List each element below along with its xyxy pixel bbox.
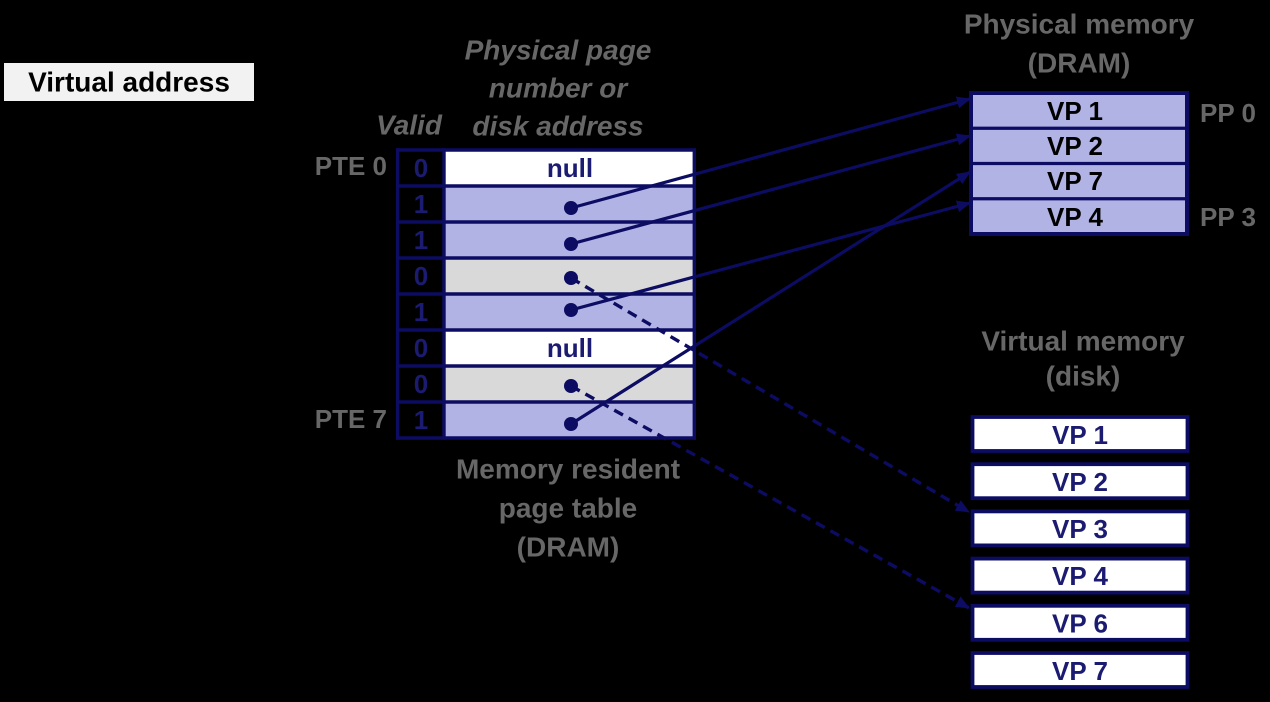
svg-text:VP 2: VP 2 [1047, 131, 1103, 161]
svg-text:(DRAM): (DRAM) [1028, 48, 1131, 79]
svg-text:disk address: disk address [472, 111, 643, 142]
svg-text:Virtual address: Virtual address [28, 67, 230, 98]
svg-text:null: null [547, 333, 593, 363]
svg-text:PP 3: PP 3 [1200, 202, 1256, 232]
svg-text:0: 0 [414, 153, 428, 183]
svg-text:page table: page table [499, 493, 637, 524]
svg-text:0: 0 [414, 333, 428, 363]
svg-text:VP 1: VP 1 [1047, 96, 1103, 126]
svg-text:Memory resident: Memory resident [456, 454, 680, 485]
svg-text:1: 1 [414, 225, 428, 255]
svg-text:PP 0: PP 0 [1200, 98, 1256, 128]
svg-text:null: null [547, 153, 593, 183]
svg-text:Virtual memory: Virtual memory [981, 326, 1185, 357]
svg-text:number or: number or [489, 73, 630, 104]
svg-text:1: 1 [414, 297, 428, 327]
svg-text:VP 7: VP 7 [1047, 166, 1103, 196]
svg-text:VP 3: VP 3 [1052, 514, 1108, 544]
svg-text:VP 4: VP 4 [1047, 202, 1103, 232]
svg-text:1: 1 [414, 405, 428, 435]
svg-text:VP 1: VP 1 [1052, 420, 1108, 450]
svg-text:VP 6: VP 6 [1052, 609, 1108, 639]
svg-text:(DRAM): (DRAM) [517, 532, 620, 563]
svg-text:0: 0 [414, 369, 428, 399]
svg-text:Valid: Valid [376, 110, 443, 141]
svg-text:1: 1 [414, 189, 428, 219]
svg-text:Physical page: Physical page [465, 35, 652, 66]
svg-text:PTE 7: PTE 7 [315, 404, 387, 434]
svg-text:Physical memory: Physical memory [964, 9, 1195, 40]
svg-text:VP 2: VP 2 [1052, 467, 1108, 497]
svg-text:(disk): (disk) [1046, 361, 1121, 392]
svg-text:PTE 0: PTE 0 [315, 151, 387, 181]
svg-text:VP 7: VP 7 [1052, 656, 1108, 686]
svg-text:VP 4: VP 4 [1052, 561, 1108, 591]
svg-text:0: 0 [414, 261, 428, 291]
